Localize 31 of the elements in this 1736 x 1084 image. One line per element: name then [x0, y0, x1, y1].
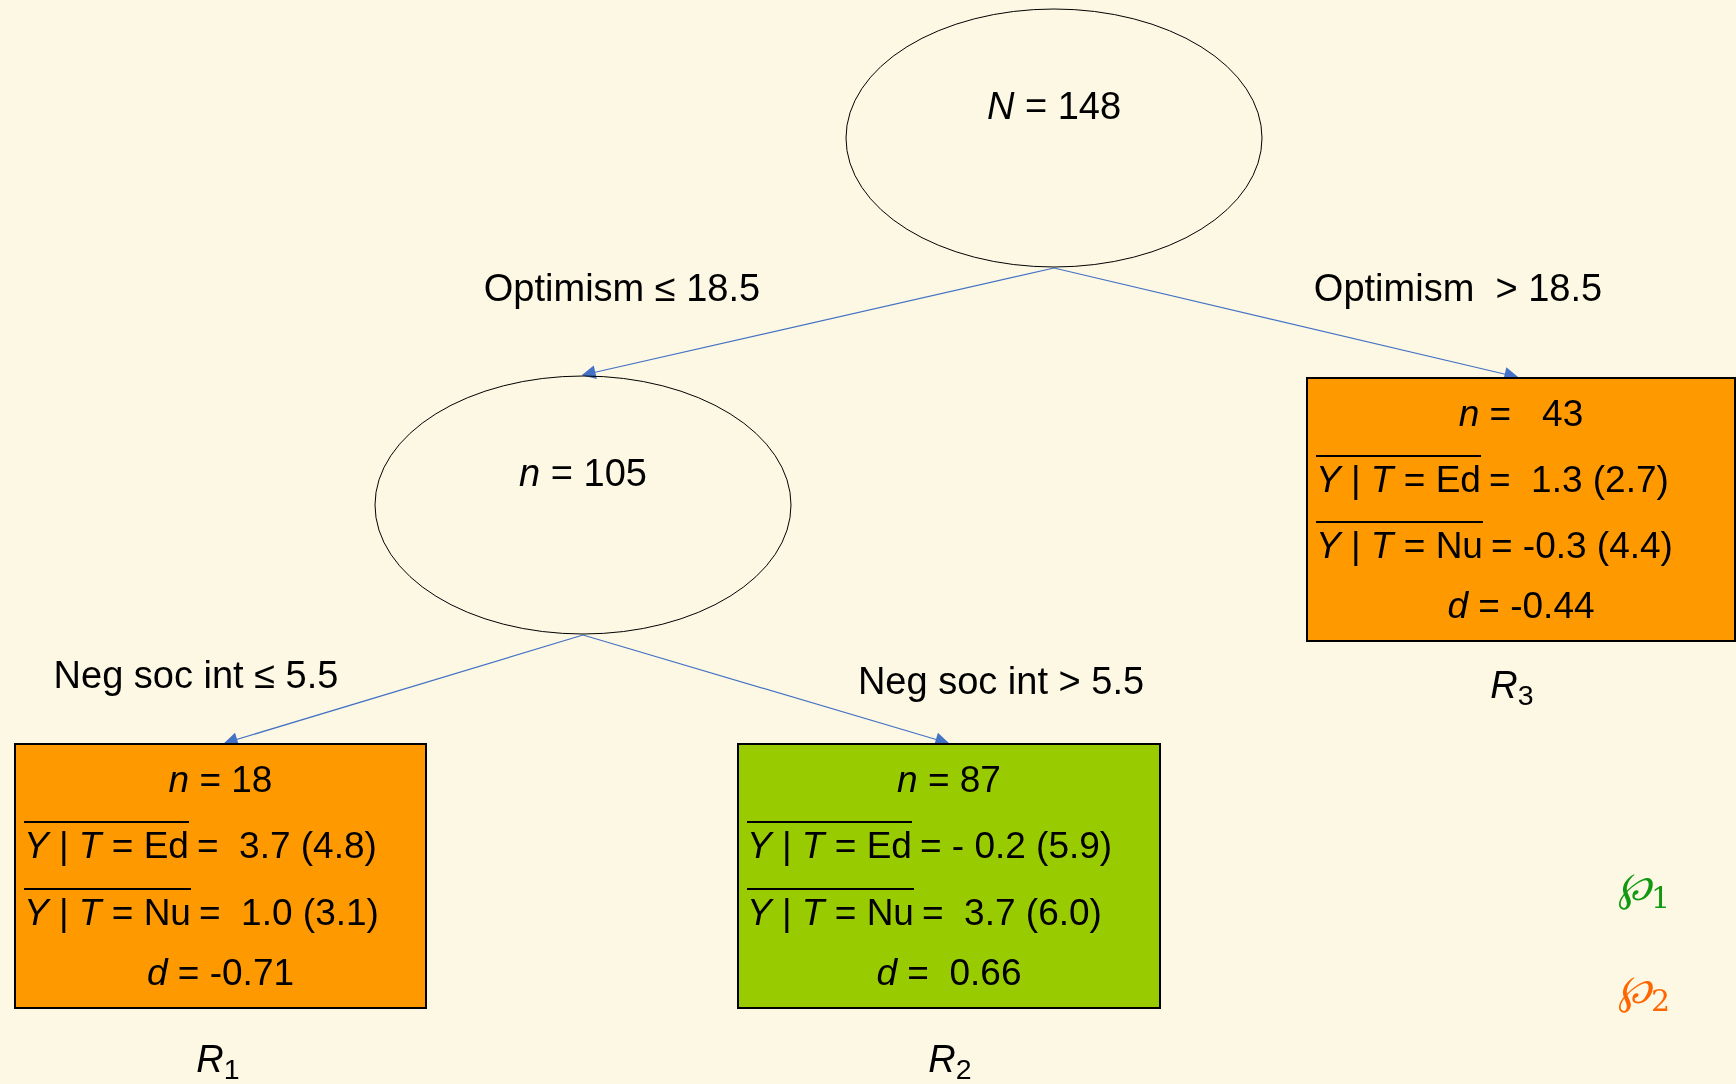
statistic-text: = 3.7 (4.8): [196, 827, 377, 865]
node-label: n = 105: [519, 451, 647, 496]
statistic-text: n = 18: [168, 760, 273, 798]
statistic-text: n = 43: [1458, 394, 1584, 432]
statistic-text: = 1.3 (2.7): [1488, 460, 1669, 498]
mean-expression: Y | T = Ed: [747, 821, 912, 865]
mean-expression: Y | T = Nu: [24, 887, 191, 931]
statistic-text: d = -0.44: [1447, 587, 1595, 625]
region-label: R$_{2}$: [928, 1038, 972, 1080]
region-label: R$_{1}$: [196, 1038, 240, 1080]
statistic-text: = 3.7 (6.0): [921, 893, 1102, 931]
node-label: N = 148: [986, 84, 1122, 129]
leaf-box: [14, 743, 427, 1009]
mean-expression: Y | T = Ed: [24, 821, 189, 865]
mean-expression: Y | T = Nu: [1316, 521, 1483, 565]
statistic-text: = -0.3 (4.4): [1490, 527, 1673, 565]
statistic-text: d = 0.66: [876, 954, 1022, 992]
arrow: [581, 267, 1055, 380]
group-symbol: ℘$_{2}$: [1617, 966, 1671, 1012]
group-symbol: ℘$_{1}$: [1617, 863, 1671, 909]
region-label: R$_{3}$: [1490, 664, 1534, 706]
statistic-text: = - 0.2 (5.9): [919, 827, 1113, 865]
statistic-text: n = 87: [897, 760, 1001, 798]
mean-expression: Y | T = Ed: [1316, 454, 1481, 498]
statistic-text: d = -0.71: [146, 954, 295, 992]
split-node: [374, 375, 792, 635]
statistic-text: = 1.0 (3.1): [198, 893, 379, 931]
leaf-box: [1306, 377, 1736, 642]
split-node: [845, 8, 1263, 268]
mean-expression: Y | T = Nu: [747, 887, 914, 931]
leaf-box: [737, 743, 1161, 1009]
